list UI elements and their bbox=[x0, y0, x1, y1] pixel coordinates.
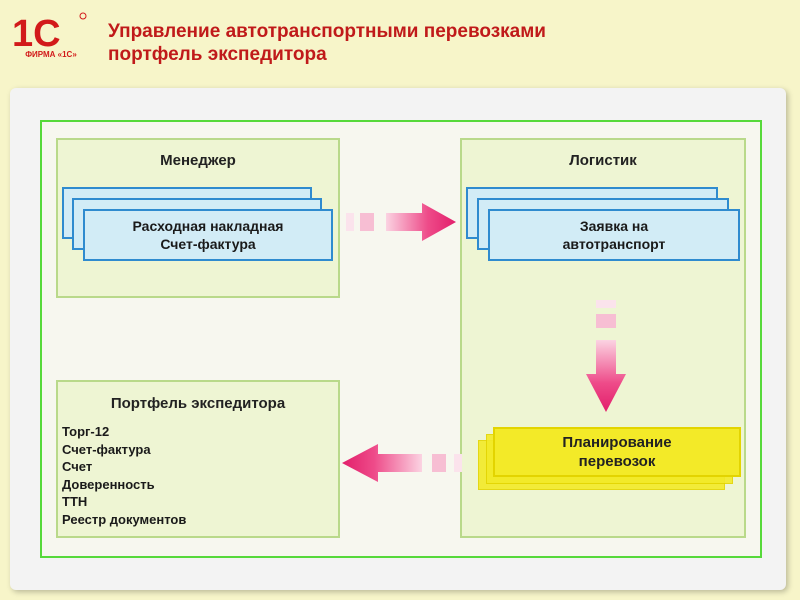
plan-card: Планирование перевозок bbox=[493, 427, 741, 477]
portfolio-item: Реестр документов bbox=[62, 511, 187, 527]
logist-title: Логистик bbox=[569, 152, 637, 169]
title-line-1: Управление автотранспортными перевозками bbox=[108, 21, 546, 42]
logo-mark: 1С bbox=[12, 13, 61, 52]
logist-doc-line-1: Заявка на bbox=[579, 218, 649, 234]
logo-caption: ФИРМА «1С» bbox=[25, 50, 77, 59]
portfolio-title: Портфель экспедитора bbox=[110, 395, 286, 412]
arrow-left-icon bbox=[342, 444, 462, 482]
plan-line-1: Планирование bbox=[562, 434, 672, 451]
manager-doc: Расходная накладная Счет-фактура bbox=[83, 209, 333, 261]
page-title: Управление автотранспортными перевозками… bbox=[108, 20, 546, 66]
portfolio-item: Торг-12 bbox=[62, 424, 110, 439]
portfolio-item: Счет-фактура bbox=[62, 441, 151, 457]
manager-title: Менеджер bbox=[160, 152, 236, 169]
title-line-2: портфель экспедитора bbox=[108, 44, 327, 65]
logist-doc: Заявка на автотранспорт bbox=[488, 209, 740, 261]
1c-logo-icon: 1С bbox=[12, 12, 87, 55]
manager-doc-line-1: Расходная накладная bbox=[132, 218, 284, 234]
portfolio-item: ТТН bbox=[62, 494, 88, 509]
arrow-right-icon bbox=[346, 203, 456, 241]
portfolio-item: Счет bbox=[62, 459, 93, 474]
portfolio-panel: Портфель экспедитора bbox=[56, 380, 340, 538]
portfolio-item: Доверенность bbox=[62, 476, 155, 492]
arrow-down-icon bbox=[586, 300, 626, 412]
logist-doc-line-2: автотранспорт bbox=[562, 236, 666, 252]
manager-doc-line-2: Счет-фактура bbox=[160, 236, 256, 252]
1c-logo: 1С bbox=[10, 10, 90, 70]
plan-line-2: перевозок bbox=[578, 453, 656, 470]
portfolio-list: Торг-12 Счет-фактура Счет Доверенность Т… bbox=[62, 423, 186, 528]
